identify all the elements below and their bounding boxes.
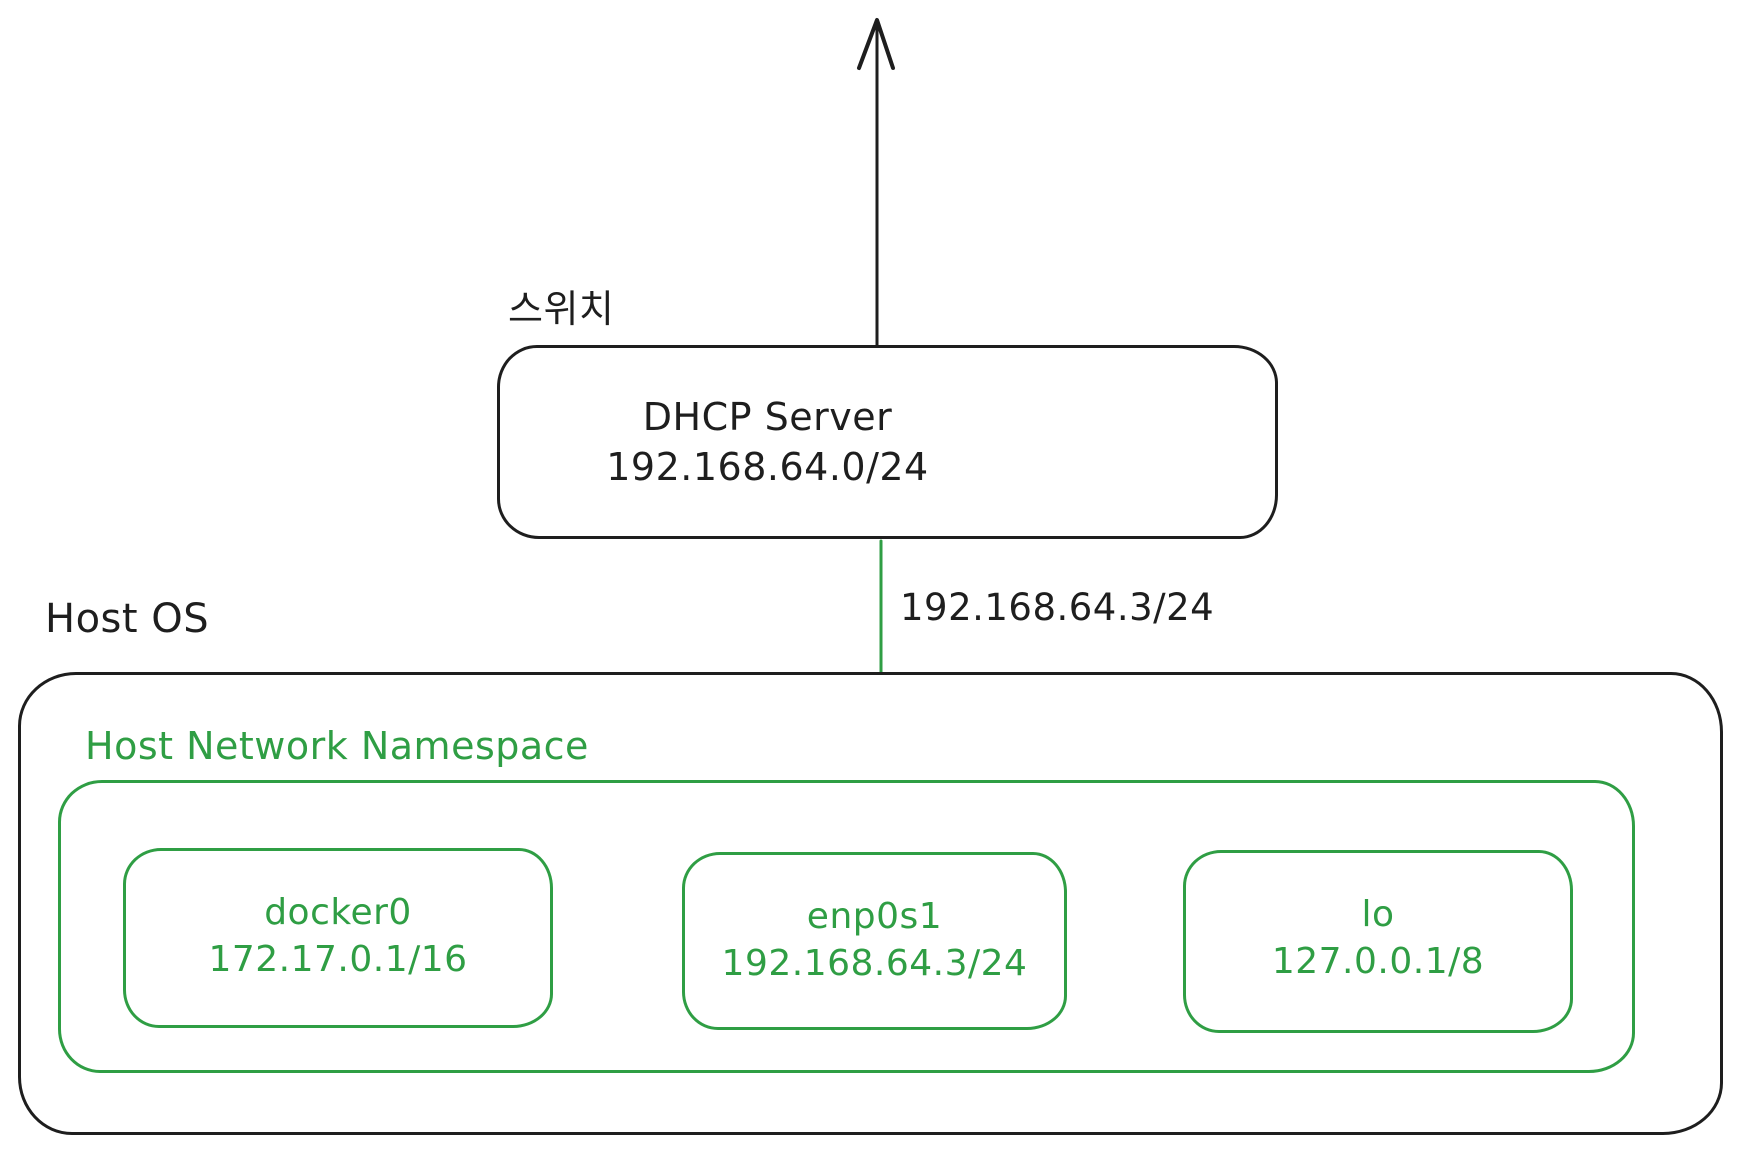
interface-box-docker0: docker0 172.17.0.1/16 [123, 848, 553, 1028]
uplink-address-label: 192.168.64.3/24 [900, 586, 1215, 629]
arrow-up-icon [857, 18, 895, 350]
dhcp-server-subnet: 192.168.64.0/24 [606, 445, 929, 489]
dhcp-server-name: DHCP Server [642, 395, 893, 439]
interface-box-enp0s1: enp0s1 192.168.64.3/24 [682, 852, 1067, 1030]
interface-address: 192.168.64.3/24 [721, 943, 1028, 984]
dhcp-server-box: DHCP Server 192.168.64.0/24 [497, 345, 1278, 539]
interface-text: lo 127.0.0.1/8 [1186, 891, 1570, 985]
interface-text: enp0s1 192.168.64.3/24 [685, 893, 1064, 987]
interface-name: enp0s1 [806, 896, 943, 937]
host-network-namespace-label: Host Network Namespace [85, 724, 589, 768]
dhcp-server-text: DHCP Server 192.168.64.0/24 [500, 392, 1035, 492]
interface-address: 172.17.0.1/16 [208, 939, 468, 980]
switch-label: 스위치 [508, 287, 615, 331]
interface-name: docker0 [264, 892, 412, 933]
interface-address: 127.0.0.1/8 [1271, 941, 1485, 982]
interface-box-lo: lo 127.0.0.1/8 [1183, 850, 1573, 1033]
interface-text: docker0 172.17.0.1/16 [126, 889, 550, 983]
interface-name: lo [1361, 894, 1395, 935]
host-os-label: Host OS [45, 596, 210, 642]
